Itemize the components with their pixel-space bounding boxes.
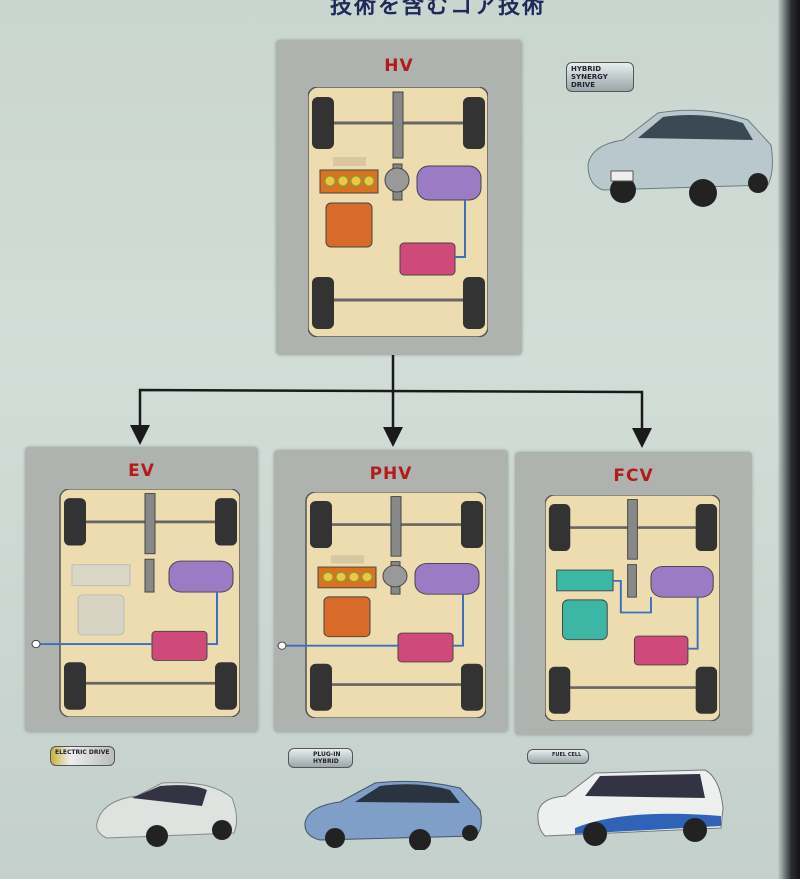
- wheel-1: [461, 501, 483, 549]
- engine-cylinder-2: [348, 572, 360, 582]
- power-wire: [455, 200, 466, 258]
- panel-fcv: FCV: [515, 452, 752, 735]
- wheel-3: [463, 277, 485, 329]
- battery: [399, 242, 456, 276]
- panel-phv: PHV: [274, 450, 508, 732]
- transmission-shaft: [144, 558, 155, 593]
- wheel-2: [312, 277, 334, 329]
- wheel-0: [312, 97, 334, 149]
- badge-text-hv: HYBRID SYNERGY DRIVE: [571, 65, 608, 89]
- arrow-head-fcv: [632, 428, 652, 448]
- power-wire: [207, 592, 218, 645]
- drivetrain-diagram-fcv: [545, 495, 720, 721]
- car-image-prius: [587, 109, 773, 207]
- wheel-2: [548, 666, 571, 714]
- car-image-ev: [96, 782, 238, 847]
- wheel-2: [310, 663, 332, 711]
- transmission-shaft: [627, 564, 637, 598]
- badge-fuel-cell: FUEL CELL: [527, 749, 589, 764]
- panel-ev: EV: [25, 447, 258, 732]
- engine-cylinder-3: [361, 572, 373, 582]
- battery: [151, 630, 208, 661]
- engine-cylinder-3: [363, 175, 375, 187]
- engine-cylinder-2: [350, 175, 362, 187]
- arrow-line-branch: [138, 388, 644, 430]
- drive-shaft: [392, 91, 404, 159]
- badge-text-phv: PLUG-IN HYBRID: [313, 751, 341, 765]
- electric-motor: [416, 165, 482, 201]
- badge-plug-in-hybrid: PLUG-IN HYBRID: [288, 748, 353, 768]
- generator-faded: [77, 594, 125, 636]
- arrow-head-ev: [130, 425, 150, 445]
- car-image-phv: [304, 780, 482, 850]
- panel-title-fcv: FCV: [613, 466, 654, 486]
- plug-icon: [277, 641, 287, 650]
- battery: [633, 635, 689, 666]
- panel-title-phv: PHV: [369, 464, 413, 484]
- generator: [325, 202, 373, 248]
- panel-hv: HV: [276, 40, 522, 355]
- battery: [397, 632, 454, 663]
- engine-cylinder-1: [335, 572, 347, 582]
- power-wire: [687, 597, 699, 650]
- power-split-device: [384, 167, 410, 193]
- fuel-cell-stack: [556, 569, 614, 592]
- fuel-cell-wire: [613, 579, 652, 614]
- drive-shaft: [144, 493, 156, 555]
- wheel-1: [215, 498, 237, 546]
- drivetrain-diagram-phv: [277, 492, 486, 718]
- engine-cylinder-0: [324, 175, 336, 187]
- wheel-3: [695, 666, 718, 714]
- wheel-1: [463, 97, 485, 149]
- wheel-3: [461, 663, 483, 711]
- power-wire: [453, 594, 464, 647]
- wheel-0: [310, 501, 332, 549]
- panel-title-hv: HV: [384, 56, 414, 76]
- wheel-1: [695, 504, 718, 552]
- engine-faded: [71, 564, 131, 587]
- drive-shaft: [390, 496, 402, 557]
- engine-cylinder-1: [337, 175, 349, 187]
- badge-text-ev: ELECTRIC DRIVE: [55, 749, 110, 756]
- drivetrain-diagram-ev: [31, 489, 240, 717]
- wheel-2: [64, 662, 86, 710]
- badge-text-fcv: FUEL CELL: [552, 752, 582, 758]
- wheel-0: [548, 504, 571, 552]
- car-image-fcv: [537, 769, 724, 846]
- engine: [317, 566, 377, 589]
- engine: [319, 169, 379, 194]
- electric-motor: [650, 565, 714, 598]
- badge-electric-drive: ELECTRIC DRIVE: [50, 746, 115, 766]
- arrow-head-phv: [383, 427, 403, 447]
- badge-hybrid-synergy-drive: HYBRID SYNERGY DRIVE: [566, 62, 634, 92]
- poster-title: 技術を含むコア技術: [330, 0, 547, 19]
- engine-intake: [333, 157, 366, 166]
- wheel-3: [215, 662, 237, 710]
- hydrogen-tank: [562, 599, 608, 641]
- photo-frame-edge: [778, 0, 800, 879]
- engine-intake: [331, 555, 364, 564]
- electric-motor: [168, 560, 234, 593]
- drivetrain-diagram-hv: [308, 87, 488, 337]
- panel-title-ev: EV: [128, 461, 155, 481]
- engine-cylinder-0: [322, 572, 334, 582]
- wheel-0: [64, 498, 86, 546]
- power-split-device: [382, 564, 408, 588]
- generator: [323, 596, 371, 638]
- electric-motor: [414, 562, 480, 595]
- drive-shaft: [627, 499, 638, 560]
- plug-icon: [31, 639, 41, 649]
